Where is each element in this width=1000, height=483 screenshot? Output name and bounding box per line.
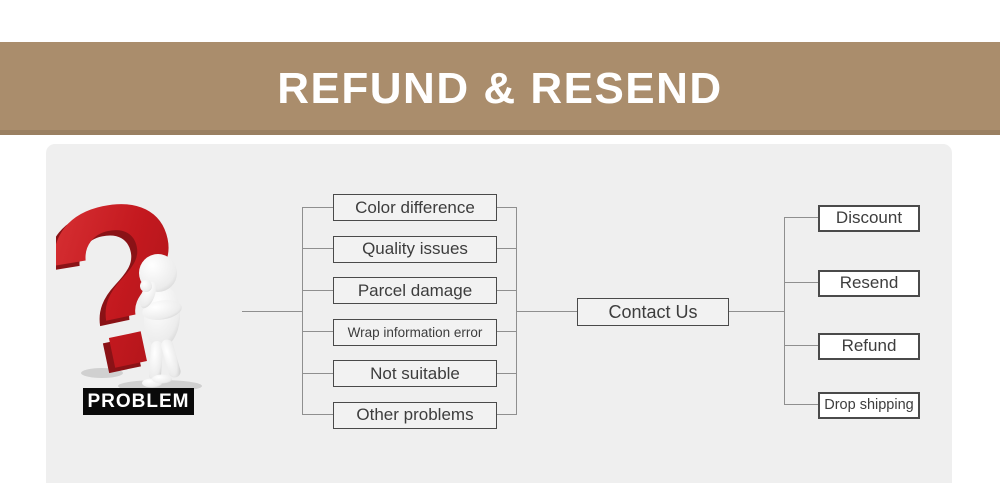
connector-problems-left-trunk [302, 207, 303, 415]
connector-stub [497, 331, 516, 332]
connector-stub [302, 207, 333, 208]
thinking-person-icon [139, 254, 182, 388]
connector-stub [302, 331, 333, 332]
connector-stub [784, 217, 818, 218]
connector-problems-to-hub [516, 311, 577, 312]
connector-stub [302, 248, 333, 249]
connector-hub-to-solutions [729, 311, 784, 312]
solution-box: Resend [818, 269, 920, 297]
svg-text:?: ? [56, 189, 215, 394]
question-mark-icon: ? ? [56, 189, 215, 394]
problem-box: Quality issues [333, 235, 497, 263]
connector-stub [784, 282, 818, 283]
connector-stub [784, 404, 818, 405]
connector-solutions-trunk [784, 218, 785, 405]
connector-stub [497, 248, 516, 249]
connector-stub [497, 290, 516, 291]
connector-stub [302, 414, 333, 415]
connector-stub [497, 414, 516, 415]
connector-stub [784, 345, 818, 346]
connector-figure-to-problems [242, 311, 303, 312]
connector-stub [302, 373, 333, 374]
problem-box: Wrap information error [333, 318, 497, 346]
connector-stub [497, 373, 516, 374]
question-mark-figure: ? ? [56, 189, 215, 394]
problem-box: Not suitable [333, 360, 497, 387]
solution-box: Discount [818, 204, 920, 232]
problem-label: PROBLEM [83, 388, 194, 415]
connector-stub [302, 290, 333, 291]
refund-resend-banner: REFUND & RESEND [0, 42, 1000, 135]
connector-stub [497, 207, 516, 208]
problem-box: Other problems [333, 401, 497, 429]
contact-us-box: Contact Us [577, 298, 729, 326]
banner-title: REFUND & RESEND [277, 63, 723, 113]
problem-box: Color difference [333, 194, 497, 221]
solution-box: Refund [818, 332, 920, 360]
solution-box: Drop shipping [818, 391, 920, 419]
shadow-ellipse [81, 368, 123, 378]
problem-box: Parcel damage [333, 277, 497, 304]
